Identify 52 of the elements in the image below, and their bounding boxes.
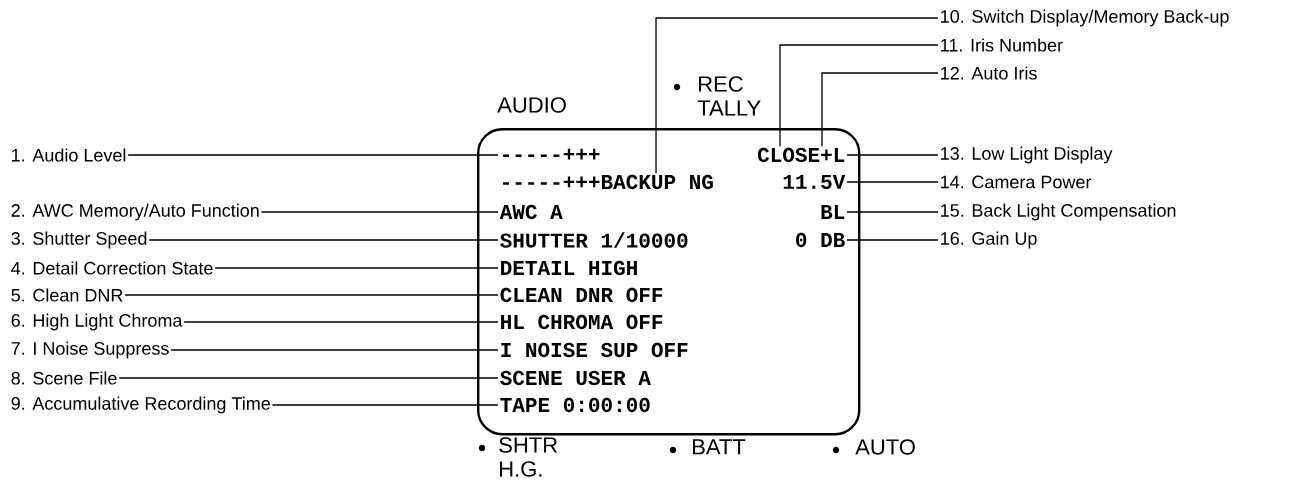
callout-label: 9. Accumulative Recording Time (11, 396, 270, 414)
callout-label: 11. Iris Number (941, 38, 1063, 52)
callout-label: 14. Camera Power (941, 175, 1092, 189)
callout-label: 4. Detail Correction State (11, 261, 213, 275)
leader-line (127, 154, 499, 156)
display-readout: I NOISE SUP OFF (501, 342, 688, 358)
leader-line (118, 377, 499, 379)
callout-label: 15. Back Light Compensation (941, 203, 1176, 221)
display-readout: CLOSE+L (757, 147, 845, 163)
callout-label: 3. Shutter Speed (11, 231, 147, 249)
indicator-label: REC TALLY (673, 76, 761, 116)
display-readout: -----+++BACKUP NG (503, 174, 713, 190)
leader-line (655, 17, 939, 174)
display-readout: SHUTTER 1/10000 (500, 232, 688, 248)
callout-label: 6. High Light Chroma (11, 313, 183, 331)
display-readout: HL CHROMA OFF (501, 314, 663, 330)
leader-line (846, 181, 939, 183)
leader-line (846, 211, 939, 213)
leader-line (148, 239, 499, 241)
callout-label: 10. Switch Display/Memory Back-up (941, 9, 1229, 27)
indicator-label: AUDIO (497, 97, 566, 113)
callout-label: 8. Scene File (11, 371, 117, 385)
display-readout: 11.5V (783, 175, 846, 189)
display-readout: DETAIL HIGH (501, 260, 637, 276)
leader-line (260, 211, 499, 213)
callout-label: 12. Auto Iris (941, 66, 1037, 80)
callout-label: 5. Clean DNR (11, 288, 123, 302)
indicator-label: SHTR H.G. (478, 437, 558, 477)
display-screen (477, 128, 861, 436)
leader-line (846, 239, 939, 241)
leader-line (846, 154, 939, 156)
leader-line (124, 294, 499, 296)
indicator-label: AUTO (832, 439, 915, 455)
leader-line (214, 267, 499, 269)
leader-line (183, 321, 499, 323)
callout-label: 16. Gain Up (941, 231, 1037, 249)
leader-line (271, 404, 499, 406)
display-readout: -----+++ (503, 148, 600, 160)
leader-line (779, 44, 939, 147)
display-readout: CLEAN DNR OFF (500, 287, 663, 303)
callout-label: 2. AWC Memory/Auto Function (11, 203, 259, 221)
display-readout: TAPE 0:00:00 (500, 397, 650, 413)
callout-label: 1. Audio Level (12, 148, 126, 162)
display-readout: BL (821, 205, 845, 219)
display-readout: SCENE USER A (500, 370, 651, 386)
leader-line (170, 349, 499, 351)
callout-label: 13. Low Light Display (941, 146, 1113, 164)
display-readout: 0 DB (796, 232, 845, 248)
callout-label: 7. I Noise Suppress (11, 341, 169, 359)
leader-line (821, 72, 939, 147)
display-readout: AWC A (499, 204, 563, 220)
indicator-label: BATT (669, 439, 746, 455)
